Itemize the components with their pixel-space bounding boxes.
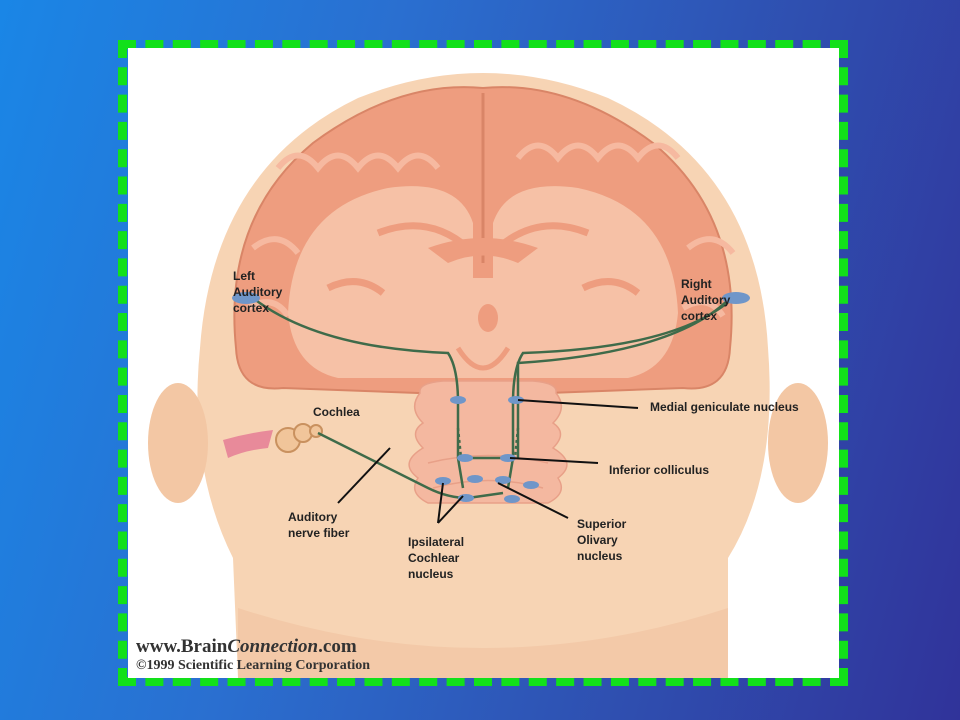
site-prefix: www. <box>136 636 181 657</box>
label-auditory-nerve-fiber: Auditory nerve fiber <box>288 510 350 540</box>
brainstem <box>408 380 568 504</box>
site-credit: www.BrainConnection.com <box>136 636 357 658</box>
soc-dot-5 <box>504 495 520 503</box>
right-auditory-cortex-dot <box>722 292 750 304</box>
slide-frame <box>118 40 848 686</box>
auditory-pathways <box>252 297 734 500</box>
left-pathway <box>252 297 465 489</box>
mgn-left-dot <box>450 396 466 404</box>
illustration-panel: Left Auditory cortex Right Auditory cort… <box>128 48 839 678</box>
leader-ic <box>509 457 599 464</box>
label-left-auditory-cortex: Left Auditory cortex <box>233 269 283 315</box>
label-medial-geniculate: Medial geniculate nucleus <box>650 400 799 414</box>
site-brand-1: Brain <box>180 636 228 657</box>
ic-right-dot <box>500 454 516 462</box>
leader-lines <box>337 399 639 524</box>
label-right-auditory-cortex: Right Auditory cortex <box>681 277 731 323</box>
soc-dot-1 <box>435 477 451 485</box>
label-inferior-colliculus: Inferior colliculus <box>609 463 710 477</box>
nuclei <box>232 292 750 503</box>
label-superior-olivary: Superior Olivary nucleus <box>577 517 627 563</box>
leader-cn-a <box>437 495 464 524</box>
auditory-pathway-illustration <box>148 73 828 678</box>
mgn-right-dot <box>508 396 524 404</box>
copyright-text: ©1999 Scientific Learning Corporation <box>136 658 371 673</box>
soc-dot-3 <box>495 476 511 484</box>
soc-dot-4 <box>523 481 539 489</box>
leader-soc <box>497 482 569 519</box>
label-cochlea: Cochlea <box>313 405 360 419</box>
soc-dot-2 <box>467 475 483 483</box>
ic-left-dot <box>457 454 473 462</box>
nerve-fiber <box>317 431 504 500</box>
leader-mgn <box>517 399 639 409</box>
right-pathway-inner <box>516 299 729 458</box>
label-cochlear-nucleus: Ipsilateral Cochlear nucleus <box>408 535 465 581</box>
left-auditory-cortex-dot <box>232 292 260 304</box>
site-brand-2: Connection <box>227 636 319 657</box>
leader-nerve <box>337 447 391 504</box>
site-suffix: .com <box>318 636 357 657</box>
white-matter <box>288 186 678 378</box>
leader-cn-b <box>437 482 444 524</box>
